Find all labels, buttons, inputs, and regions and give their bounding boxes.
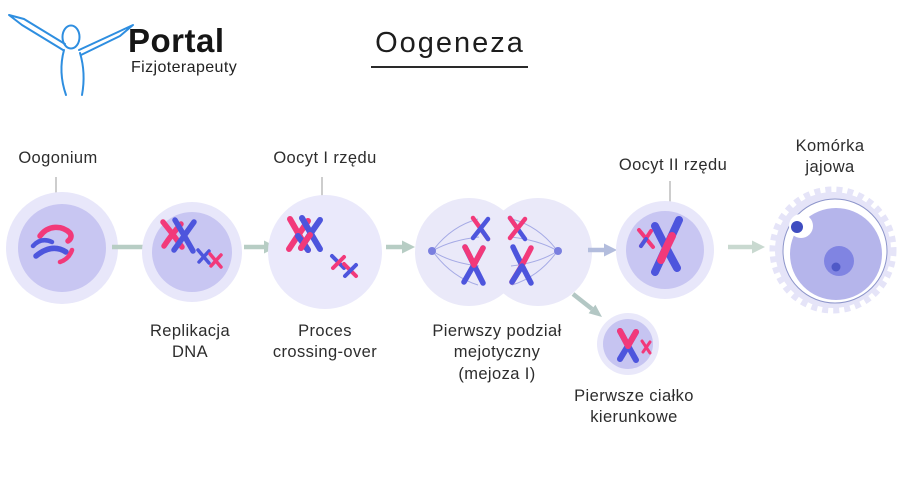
label-text-line1: Replikacja [149,322,231,340]
oocyt2-chromosomes [637,216,683,276]
cell-polar-body [597,313,659,375]
corona-fringe [769,186,897,314]
page-title: Oogeneza [375,27,525,59]
meiosis-chromosomes [461,215,534,286]
label-komorka-jajowa: Komórka jajowa [765,136,895,179]
logo-title: Portal [128,22,225,59]
arrow-5 [728,240,765,254]
cell-oocyt-1 [268,195,382,309]
label-text-line2: DNA [171,343,209,362]
logo-person-icon [8,14,134,96]
label-text-line3: (mejoza I) [458,364,536,383]
label-text-line2: jajowa [805,158,855,177]
cell-egg [769,186,897,314]
crossing-over-chromosomes [286,215,358,278]
label-text-line1: Pierwszy podział [432,322,562,340]
label-text: Oocyt II rzędu [618,156,728,174]
polar-body-dot [791,221,803,233]
nucleus [824,246,854,276]
label-pointer-lines [55,177,671,211]
chromosomes [160,217,223,269]
label-text-line1: Proces [298,322,352,340]
arrow-diagonal [571,292,602,317]
cell-oocyt-2 [616,201,714,299]
label-text: Oogonium [18,149,98,167]
arrow-4 [588,243,617,257]
arrow-3 [386,240,415,254]
label-crossing-over: Proces crossing-over [250,321,400,364]
spindle-pole-right [554,247,562,255]
polar-body-chromosomes [617,328,652,363]
label-oocyt-1: Oocyt I rzędu [257,148,393,169]
cell-mejoza-1 [415,198,592,306]
chromatin-strands [30,224,75,265]
label-oogonium: Oogonium [3,148,113,169]
label-text: Oocyt I rzędu [273,149,377,167]
label-pierwsze-cialko: Pierwsze ciałko kierunkowe [554,386,714,429]
cell-replikacja-dna [142,202,242,302]
title-underline [371,66,528,68]
label-replikacja-dna: Replikacja DNA [130,321,250,364]
label-text-line1: Pierwsze ciałko [574,387,694,405]
cell-oogonium [6,192,118,304]
label-text-line2: crossing-over [272,343,378,362]
label-text-line2: mejotyczny [453,343,541,362]
label-text-line2: kierunkowe [590,408,678,427]
spindle-fibers [433,218,557,286]
logo-subtitle: Fizjoterapeuty [131,59,238,76]
nucleolus [831,262,841,272]
label-oocyt-2: Oocyt II rzędu [605,155,741,176]
label-mejoza-1: Pierwszy podział mejotyczny (mejoza I) [412,321,582,385]
spindle-pole-left [428,247,436,255]
label-text-line1: Komórka [795,137,865,155]
